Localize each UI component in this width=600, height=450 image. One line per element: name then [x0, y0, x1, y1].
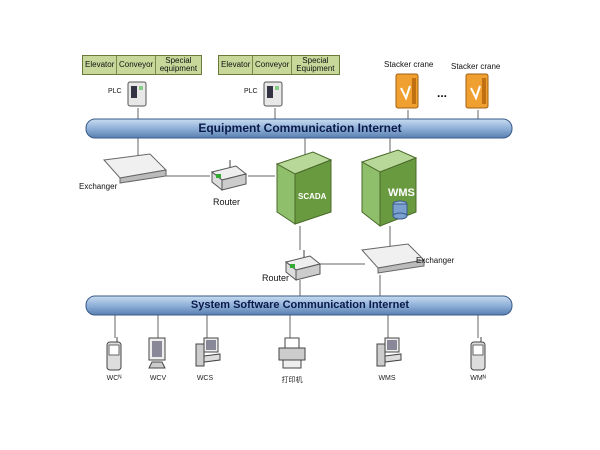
router-label-bottom: Router — [262, 273, 290, 283]
stacker-crane-icon — [465, 73, 489, 109]
terminal-label-wms: WMS — [378, 375, 396, 382]
handheld-icon — [106, 337, 122, 371]
scada-label: SCADA — [298, 192, 327, 201]
device-elevator: Elevator — [83, 56, 118, 74]
device-group-2: Elevator Conveyor Special Equipment — [218, 55, 340, 75]
router-icon — [210, 160, 248, 192]
plc-icon — [127, 81, 147, 107]
workstation-icon — [376, 337, 402, 367]
stacker-crane-label-2: Stacker crane — [451, 62, 501, 71]
handheld-icon — [470, 337, 486, 371]
monitor-icon — [148, 337, 166, 369]
terminal-label-wcv: WCV — [149, 375, 167, 382]
device-conveyor: Conveyor — [253, 56, 292, 74]
device-special-equipment: Special equipment — [159, 56, 198, 73]
device-elevator: Elevator — [219, 56, 254, 74]
ellipsis: ... — [437, 86, 448, 100]
device-special-equipment: Special Equipment — [296, 56, 335, 73]
stacker-crane-icon — [395, 73, 419, 109]
system-bus-title: System Software Communication Internet — [190, 299, 410, 311]
wms-server-label: WMS — [388, 187, 415, 199]
router-icon — [284, 250, 322, 282]
device-conveyor: Conveyor — [117, 56, 156, 74]
switch-icon — [102, 153, 168, 184]
exchanger-label-bottom: Exchanger — [416, 256, 455, 265]
equipment-bus-title: Equipment Communication Internet — [198, 121, 402, 135]
exchanger-label-top: Exchanger — [79, 182, 118, 191]
equipment-bus — [85, 118, 513, 139]
stacker-crane-label-1: Stacker crane — [384, 60, 434, 69]
router-label-top: Router — [213, 197, 241, 207]
terminal-label-wcn: WCᴺ — [106, 375, 122, 382]
plc-label-1: PLC — [108, 88, 122, 95]
plc-label-2: PLC — [244, 88, 258, 95]
scada-server-icon — [275, 151, 333, 225]
workstation-icon — [195, 337, 221, 367]
terminal-label-wcs: WCS — [196, 375, 214, 382]
system-bus — [85, 295, 513, 316]
wms-server-icon — [360, 149, 418, 228]
device-group-1: Elevator Conveyor Special equipment — [82, 55, 202, 75]
switch-icon — [360, 243, 426, 274]
terminal-label-printer: 打印机 — [281, 377, 303, 384]
terminal-label-wmn: WMᴺ — [470, 375, 486, 382]
printer-icon — [278, 337, 306, 369]
plc-icon — [263, 81, 283, 107]
